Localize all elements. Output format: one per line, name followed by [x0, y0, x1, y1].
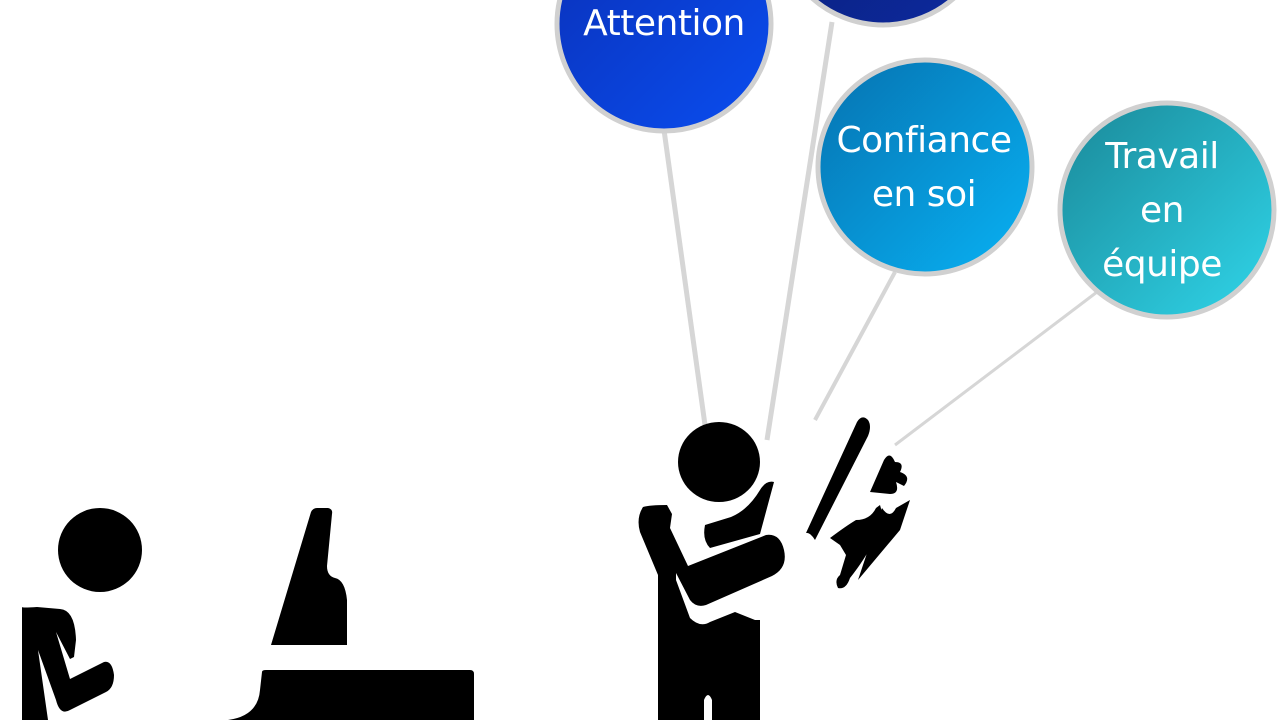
- string-travail: [894, 290, 1098, 447]
- balloon-label-attention: Attention: [583, 3, 745, 44]
- balloon-travail: [1057, 100, 1277, 320]
- balloon-attention: [554, 0, 774, 134]
- balloon-strings: [661, 21, 1098, 447]
- string-attention: [661, 129, 708, 426]
- pianist-body: [22, 607, 114, 720]
- violinist-head: [678, 422, 760, 502]
- string-confiance: [813, 271, 897, 421]
- string-top: [764, 21, 835, 441]
- piano-body: [228, 670, 474, 720]
- balloon-top: [810, 0, 956, 28]
- piano-lid: [271, 508, 347, 645]
- balloon-label-confiance: Confiance en soi: [836, 120, 1012, 215]
- violinist-figure: [638, 417, 910, 720]
- pianist-figure: [22, 508, 474, 720]
- violinist-arm: [704, 481, 774, 548]
- balloon-label-travail: Travail en équipe: [1102, 136, 1222, 285]
- violinist-body: [638, 505, 785, 720]
- violin-scroll: [870, 455, 908, 494]
- violin-bow: [806, 417, 870, 540]
- violin: [830, 500, 910, 589]
- balloon-confiance: [815, 57, 1035, 277]
- pianist-head: [58, 508, 142, 592]
